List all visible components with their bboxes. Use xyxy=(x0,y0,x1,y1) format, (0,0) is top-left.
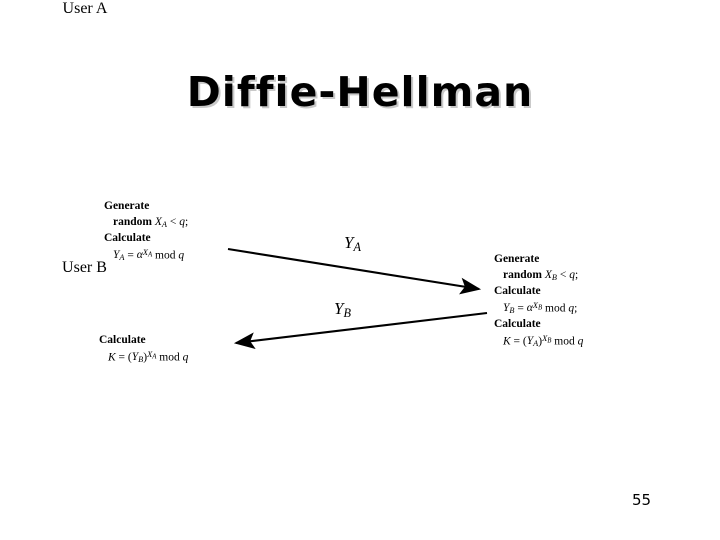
user-a-secret-formula: Calculate K = (YB)XA mod q xyxy=(99,334,189,365)
message-label-yb: YB xyxy=(334,299,351,321)
page-title: Diffie-Hellman xyxy=(186,68,534,116)
user-a-calculate-keyword-1: Calculate xyxy=(104,231,151,244)
user-a-keygen-formula: Generate random XA < q; Calculate YA = α… xyxy=(104,200,189,263)
party-label-user-a: User A xyxy=(62,0,108,17)
user-b-generate-keyword: Generate xyxy=(494,253,540,265)
page-number: 55 xyxy=(632,491,652,509)
user-a-generate-keyword: Generate xyxy=(104,200,150,212)
user-a-calculate-keyword-2: Calculate xyxy=(99,334,146,346)
message-label-ya: YA xyxy=(344,233,361,255)
party-box-user-b xyxy=(0,277,169,513)
user-a-random-text: random xyxy=(113,215,155,228)
arrow-b-to-a xyxy=(233,311,488,350)
party-label-user-b: User B xyxy=(62,259,107,276)
user-b-calculate-keyword-2: Calculate xyxy=(494,318,541,330)
user-b-formulas: Generate random XB < q; Calculate YB = α… xyxy=(494,253,584,349)
user-b-calculate-keyword-1: Calculate xyxy=(494,284,541,297)
user-b-random-text: random xyxy=(503,268,545,281)
